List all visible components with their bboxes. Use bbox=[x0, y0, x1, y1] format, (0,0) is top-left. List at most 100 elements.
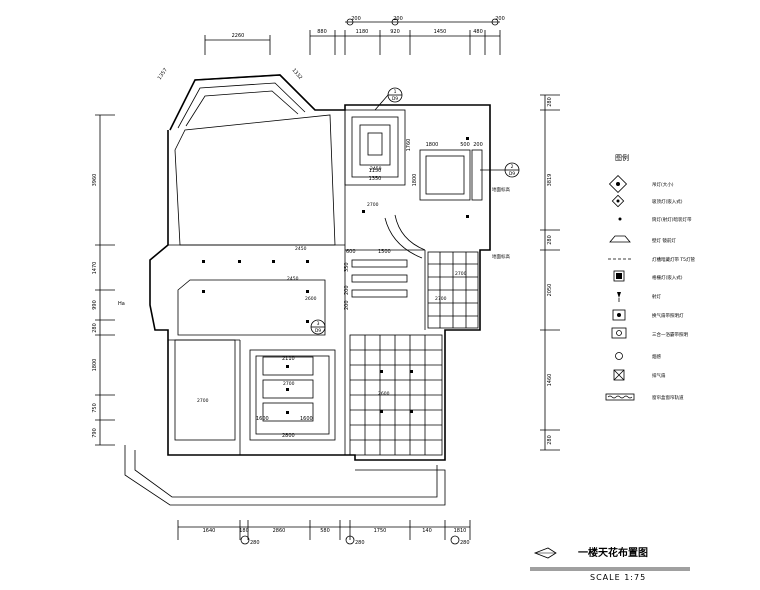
dim-bottom-0: 1640 bbox=[203, 528, 216, 534]
legend-label-5: 格栅灯(嵌入式) bbox=[652, 274, 683, 281]
dim-top-0: 2260 bbox=[232, 33, 245, 39]
small-label-0: 地面标高 bbox=[492, 186, 510, 193]
dim-left-5: 750 bbox=[92, 403, 98, 413]
downlight-icon bbox=[618, 217, 622, 221]
curtain-box-icon bbox=[605, 393, 635, 401]
pendant-lamp-icon bbox=[608, 174, 628, 194]
room-label-3: 2700 bbox=[455, 271, 467, 277]
legend: 图例 吊灯(大小) 吸顶灯(嵌入式) 筒灯(射灯)暗装灯带 壁灯 镜前灯 灯槽暗… bbox=[605, 153, 696, 401]
spotlight-icon bbox=[617, 292, 621, 302]
dim-right-4: 1460 bbox=[547, 374, 553, 387]
room-label-7: 2600 bbox=[378, 391, 390, 397]
dim-inner-13: 1600 bbox=[256, 416, 269, 422]
dim-left-0: 3960 bbox=[92, 174, 98, 187]
dim-bottom-5: 140 bbox=[422, 528, 432, 534]
room-label-9: 2600 bbox=[305, 296, 317, 302]
dim-inner-12: 2110 bbox=[282, 356, 295, 362]
legend-label-0: 吊灯(大小) bbox=[652, 181, 674, 188]
north-arrow-icon bbox=[533, 547, 557, 559]
dim-inner-9: 350 bbox=[344, 262, 350, 272]
callout-2-sheet: D9 bbox=[509, 171, 515, 177]
room-label-0: 2450 bbox=[287, 276, 299, 282]
dim-right-2: 280 bbox=[547, 235, 553, 245]
drawing-scale: SCALE 1:75 bbox=[590, 573, 646, 582]
dim-inner-15: 2800 bbox=[282, 433, 295, 439]
dim-right-3: 2050 bbox=[547, 284, 553, 297]
callout-3-num: 3 bbox=[317, 321, 320, 327]
dim-inner-8: 1500 bbox=[378, 249, 391, 255]
dim-inner-4: 1350 bbox=[369, 176, 382, 182]
callout-1-num: 1 bbox=[394, 89, 397, 95]
callout-2-num: 2 bbox=[511, 164, 514, 170]
dim-top-3: 920 bbox=[390, 29, 400, 35]
drawing-title: 一楼天花布置图 bbox=[578, 546, 648, 559]
room-label-1: 2700 bbox=[197, 398, 209, 404]
socket-icon bbox=[615, 352, 623, 360]
dim-inner-5: 1150 bbox=[369, 168, 382, 174]
room-label-2: 2700 bbox=[367, 202, 379, 208]
dim-bottom-small-2: 280 bbox=[460, 540, 470, 546]
wall-lamp-icon bbox=[609, 235, 631, 243]
legend-title: 图例 bbox=[615, 153, 629, 162]
dim-bottom-6: 1810 bbox=[454, 528, 467, 534]
dim-bottom-3: 580 bbox=[320, 528, 330, 534]
dim-top-small-2: 200 bbox=[495, 16, 505, 22]
exhaust-fan-icon bbox=[612, 309, 626, 321]
room-label-8: 2700 bbox=[435, 296, 447, 302]
side-mark: Ha bbox=[118, 301, 125, 307]
room-label-6: 2450 bbox=[295, 246, 307, 252]
vent-icon bbox=[613, 369, 625, 381]
dim-inner-7: 600 bbox=[346, 249, 356, 255]
dim-bottom-small-0: 280 bbox=[250, 540, 260, 546]
dim-diag-0: 1357 bbox=[157, 67, 169, 81]
dim-inner-14: 1600 bbox=[300, 416, 313, 422]
dim-bottom-1: 180 bbox=[239, 528, 249, 534]
bath-heater-icon bbox=[611, 327, 627, 339]
dim-bottom-4: 1750 bbox=[374, 528, 387, 534]
legend-label-10: 排气扇 bbox=[652, 372, 666, 379]
ceiling-lamp-icon bbox=[611, 194, 625, 208]
dim-diag-1: 1332 bbox=[290, 67, 303, 81]
dim-bottom-2: 2860 bbox=[273, 528, 286, 534]
legend-label-1: 吸顶灯(嵌入式) bbox=[652, 198, 683, 205]
dim-top-5: 480 bbox=[473, 29, 483, 35]
dim-right-5: 280 bbox=[547, 435, 553, 445]
legend-label-8: 三合一浴霸带照明 bbox=[652, 331, 688, 338]
dim-inner-3: 1800 bbox=[412, 174, 418, 187]
dim-inner-1: 500 bbox=[460, 142, 470, 148]
legend-label-3: 壁灯 镜前灯 bbox=[652, 237, 676, 244]
dim-left-3: 280 bbox=[92, 323, 98, 333]
legend-label-11: 窗帘盒窗帘轨道 bbox=[652, 394, 684, 401]
room-label-4: 2450 bbox=[370, 166, 382, 172]
callout-3-sheet: D9 bbox=[315, 328, 321, 334]
legend-label-6: 射灯 bbox=[652, 293, 661, 300]
dim-right-1: 3819 bbox=[547, 174, 553, 187]
legend-label-7: 换气扇带照明灯 bbox=[652, 312, 684, 319]
dim-inner-11: 200 bbox=[344, 300, 350, 310]
dim-top-small-0: 200 bbox=[351, 16, 361, 22]
dim-top-4: 1450 bbox=[434, 29, 447, 35]
dim-inner-6: 1760 bbox=[406, 139, 412, 152]
light-fixtures bbox=[202, 137, 469, 414]
dim-left-4: 1800 bbox=[92, 359, 98, 372]
dim-inner-10: 200 bbox=[344, 285, 350, 295]
dim-left-6: 790 bbox=[92, 428, 98, 438]
callout-1-sheet: D9 bbox=[392, 96, 398, 102]
dim-top-1: 880 bbox=[317, 29, 327, 35]
small-label-1: 地面标高 bbox=[492, 253, 510, 260]
room-label-5: 2700 bbox=[283, 381, 295, 387]
dim-top-2: 1180 bbox=[356, 29, 369, 35]
legend-label-4: 灯槽暗藏灯带 T5灯管 bbox=[652, 256, 696, 263]
dim-top-small-1: 200 bbox=[393, 16, 403, 22]
dim-left-2: 990 bbox=[92, 300, 98, 310]
dim-left-1: 1470 bbox=[92, 262, 98, 275]
dim-bottom-small-1: 280 bbox=[355, 540, 365, 546]
grille-lamp-icon bbox=[613, 270, 625, 282]
dim-right-0: 280 bbox=[547, 97, 553, 107]
dim-inner-2: 200 bbox=[473, 142, 483, 148]
legend-label-2: 筒灯(射灯)暗装灯带 bbox=[652, 216, 692, 223]
title-block: 一楼天花布置图 SCALE 1:75 bbox=[533, 546, 648, 582]
dim-inner-0: 1800 bbox=[426, 142, 439, 148]
legend-label-9: 烟感 bbox=[652, 353, 661, 360]
